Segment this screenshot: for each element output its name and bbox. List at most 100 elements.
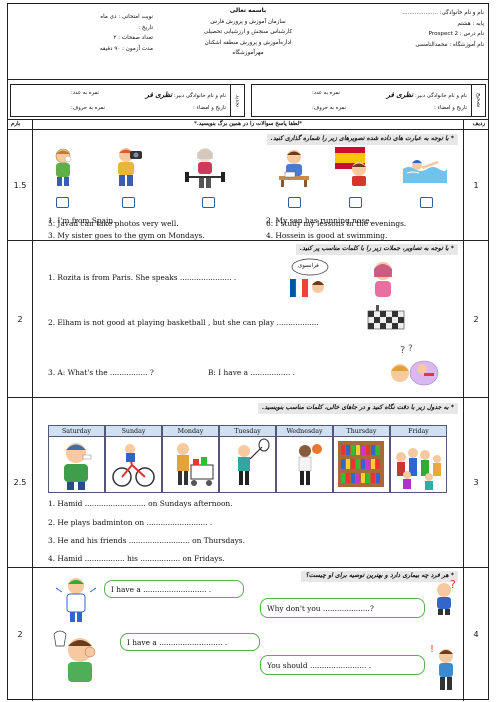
question-3: 2.5 3 * به جدول زیر با دقت نگاه کنید و د… <box>8 398 488 568</box>
sentence-2: 2. My son has running nose. <box>266 216 372 225</box>
sick-boy-image <box>64 443 92 490</box>
toothache-boy-image <box>53 630 96 682</box>
org-line-3: اداره‌آموزش و پرورش منطقه اشکنان <box>204 39 292 46</box>
swimmer-image <box>403 160 447 183</box>
day-sunday: Sunday <box>105 425 162 437</box>
bubble-3-text: I have a ........................... . <box>127 637 228 647</box>
table-line-1: 1. Hamid .......................... on S… <box>48 499 233 508</box>
day-wednesday: Wednesday <box>276 425 333 437</box>
table-line-3: 3. He and his friends ..................… <box>48 536 245 545</box>
svg-text:?: ? <box>400 345 405 356</box>
shopping-image <box>177 443 214 486</box>
question-score: 2 <box>17 314 23 324</box>
exam-sheet: نام و نام خانوادگی: ....................… <box>7 3 489 701</box>
exam-duration: مدت آزمون : ۹۰ دقیقه <box>99 45 153 52</box>
tuesday-cell <box>219 437 276 493</box>
answer-box-4[interactable] <box>288 197 301 208</box>
org-line-4: مهرآموزشگاه <box>232 50 264 57</box>
boy-with-crutch-image: ! <box>430 644 453 690</box>
speech-bubble-2: Why don't you ....................? <box>260 598 425 618</box>
fill-line-1: 1. Rozita is from Paris. She speaks ....… <box>48 273 237 282</box>
svg-text:?: ? <box>408 344 413 354</box>
svg-text:!: ! <box>430 644 434 655</box>
org-line-1: سازمان آموزش و پرورش فارس <box>210 18 286 25</box>
question-4: 2 4 * هر فرد چه بیماری دارد و بهترین توص… <box>8 568 488 700</box>
fill-line-2: 2. Elham is not good at playing basketba… <box>48 318 319 327</box>
subject-line: نام درس : Prospect 2 <box>428 31 484 38</box>
bubble-4-text: You should ........................ . <box>267 660 372 670</box>
family-image <box>396 448 441 490</box>
answer-box-5[interactable] <box>349 197 362 208</box>
sick-girl-image: ?? <box>391 344 439 386</box>
answer-box-3[interactable] <box>202 197 215 208</box>
correction-tag: تصحیح <box>471 85 485 116</box>
student-name-line: نام و نام خانوادگی: .................... <box>402 10 484 16</box>
score-box-left: تجدید نام و نام خانوادگی دبیر: نظری فر ن… <box>10 84 245 117</box>
score-box-right: تصحیح نام و نام خانوادگی دبیر: نظری فر ن… <box>251 84 486 117</box>
fill-line-3a: 3. A: What's the ................ ? <box>48 368 154 377</box>
wednesday-cell <box>276 437 333 493</box>
friday-cell <box>390 437 447 493</box>
revision-tag: تجدید <box>230 85 244 116</box>
french-speaker-image <box>290 258 329 298</box>
exam-term: نوبت امتحانی : دی ماه <box>100 14 153 20</box>
saturday-cell <box>48 437 105 493</box>
day-tuesday: Tuesday <box>219 425 276 437</box>
table-line-4: 4. Hamid ................. his .........… <box>48 554 225 563</box>
sunday-cell <box>105 437 162 493</box>
organization-info: باسمه تعالی سازمان آموزش و پرورش فارس کا… <box>173 6 323 59</box>
speech-word: فرانسوی <box>298 263 319 269</box>
row-column-label: ردیف <box>472 121 485 127</box>
number-column-divider <box>463 119 464 701</box>
teacher-signature: نظری فر <box>386 90 414 99</box>
photographer-image <box>118 148 142 186</box>
speech-bubble-4: You should ........................ . <box>260 655 425 675</box>
speech-bubble-3: I have a ........................... . <box>120 633 260 651</box>
blessing: باسمه تعالی <box>229 7 267 14</box>
date-signature: تاریخ و امضاء : <box>193 105 226 111</box>
grade-number: نمره به عدد: <box>312 90 341 96</box>
thursday-cell <box>333 437 390 493</box>
question-1-continued: 5. Javad can take photos very well. 6. I… <box>8 219 488 242</box>
instruction-row: بارم *لطفا پاسخ سوالات را در همین برگ بن… <box>8 119 488 130</box>
svg-text:?: ? <box>450 578 456 591</box>
bubble-1-text: I have a ........................... . <box>111 584 212 594</box>
table-line-2: 2. He plays badminton on ...............… <box>48 518 213 527</box>
question-title: * با توجه به عبارت های داده شده تصویرهای… <box>266 134 458 145</box>
spain-boy-image <box>335 147 366 186</box>
question-number: 4 <box>473 629 479 639</box>
badminton-image <box>238 438 270 485</box>
instruction-text: *لطفا پاسخ سوالات را در همین برگ بنویسید… <box>193 121 303 127</box>
question-title: * به جدول زیر با دقت نگاه کنید و در جاها… <box>258 403 458 414</box>
school-line: نام آموزشگاه : محمدالنامسی <box>415 41 484 48</box>
exam-info: نوبت امتحانی : دی ماه تاریخ : تعداد صفحا… <box>13 12 153 54</box>
org-line-2: کارشناس سنجش و ارزشیابی تحصیلی <box>203 29 293 36</box>
answer-box-1[interactable] <box>56 197 69 208</box>
bubble-2-text: Why don't you ....................? <box>267 603 374 613</box>
grade-words: نمره به حروف: <box>71 105 105 111</box>
grade-words: نمره به حروف: <box>312 105 346 111</box>
question-number: 1 <box>473 181 479 190</box>
question-2: 2 2 * با توجه به تصاویر، جملات زیر را با… <box>8 241 488 398</box>
page-count: تعداد صفحات : ۲ <box>113 35 153 42</box>
question-number: 2 <box>473 314 479 324</box>
sentence-5: 5. Javad can take photos very well. <box>48 219 179 228</box>
day-saturday: Saturday <box>48 425 105 437</box>
fill-line-3b: B: I have a ................. . <box>208 368 295 377</box>
chess-board-image <box>367 305 405 330</box>
question-score: 1.5 <box>13 181 27 190</box>
teacher-name-label: نام و نام خانوادگی دبیر: <box>173 93 226 99</box>
boy-sneezing-image <box>55 148 72 186</box>
teacher-name: نام و نام خانوادگی دبیر: نظری فر <box>146 90 226 99</box>
score-column-label: بارم <box>11 121 21 127</box>
answer-box-6[interactable] <box>420 197 433 208</box>
basketball-image <box>298 444 322 485</box>
day-thursday: Thursday <box>333 425 390 437</box>
library-image <box>338 441 384 487</box>
sentence-3: 3. My sister goes to the gym on Mondays. <box>48 231 205 240</box>
date-signature: تاریخ و امضاء : <box>434 105 467 111</box>
teacher-name-label: نام و نام خانوادگی دبیر: <box>414 93 467 99</box>
day-friday: Friday <box>390 425 447 437</box>
answer-box-2[interactable] <box>122 197 135 208</box>
score-column-divider <box>32 119 33 701</box>
